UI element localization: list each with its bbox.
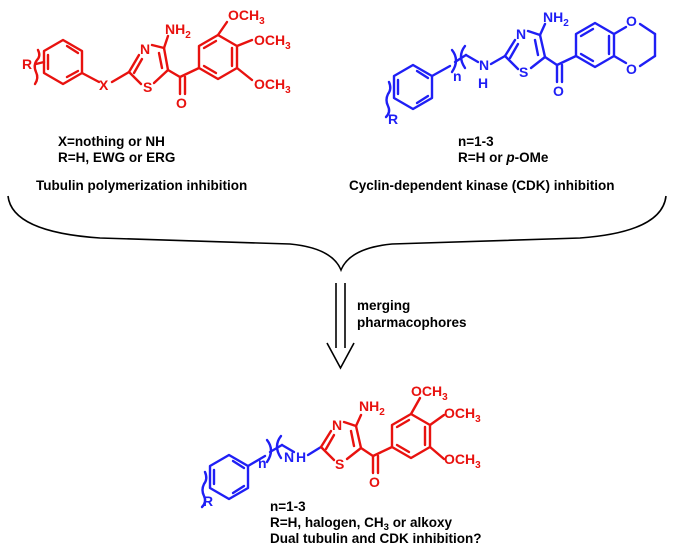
benzyl-ring xyxy=(208,453,250,501)
x-linker-label: X xyxy=(99,77,109,93)
methoxy-bot-label: OCH3 xyxy=(444,451,481,471)
amine-n-atom: N xyxy=(479,57,489,73)
carbonyl-o-atom: O xyxy=(176,95,187,111)
compound-3-r-definition: R=H, halogen, CH3 or alkoxy xyxy=(270,515,452,533)
methoxy-mid-label: OCH3 xyxy=(254,32,291,52)
chain-length-n: n xyxy=(453,68,462,84)
compound-2-structure: R n N H N S NH2 O O O xyxy=(384,9,657,127)
amino-group-label: NH2 xyxy=(543,9,569,29)
amino-group-label: NH2 xyxy=(359,398,385,418)
benzyl-ring xyxy=(392,63,434,111)
amine-h-atom: H xyxy=(296,449,306,465)
chain-length-n: n xyxy=(258,455,267,471)
merging-brace xyxy=(7,195,667,273)
amino-group-label: NH2 xyxy=(165,21,191,41)
arrow-label-line1: merging xyxy=(357,298,410,313)
benzene-ring xyxy=(42,38,84,86)
dioxane-o-bottom: O xyxy=(626,61,637,77)
thiazole-n-atom: N xyxy=(140,41,150,57)
r-group-label: R xyxy=(203,493,213,509)
compound-3-n-definition: n=1-3 xyxy=(270,499,306,514)
thiazole-n-atom: N xyxy=(332,417,342,433)
methoxy-mid-label: OCH3 xyxy=(444,405,481,425)
thiazole-n-atom: N xyxy=(516,26,526,42)
compound-3-question: Dual tubulin and CDK inhibition? xyxy=(270,531,481,546)
compound-1-structure: R X N S NH2 O OCH3 OCH3 OCH3 xyxy=(22,7,291,111)
merging-arrow xyxy=(326,283,355,370)
thiazole-s-atom: S xyxy=(519,64,528,80)
carbonyl-o-atom: O xyxy=(553,83,564,99)
compound-1-activity: Tubulin polymerization inhibition xyxy=(36,178,247,193)
compound-3-structure: R n N H N S NH2 O OCH3 OCH3 xyxy=(200,383,481,509)
compound-1-x-definition: X=nothing or NH xyxy=(58,134,165,149)
compound-2-n-definition: n=1-3 xyxy=(458,134,494,149)
compound-2-r-definition: R=H or p-OMe xyxy=(458,150,549,165)
amine-h-atom: H xyxy=(478,75,488,91)
compound-2-notes: n=1-3 R=H or p-OMe Cyclin-dependent kina… xyxy=(349,134,615,193)
r-group-label: R xyxy=(388,111,398,127)
compound-1-r-definition: R=H, EWG or ERG xyxy=(58,150,175,165)
r-group-label: R xyxy=(22,56,32,72)
methoxy-bot-label: OCH3 xyxy=(254,76,291,96)
thiazole-s-atom: S xyxy=(143,79,152,95)
thiazole-s-atom: S xyxy=(335,456,344,472)
dioxane-o-top: O xyxy=(626,13,637,29)
compound-1-notes: X=nothing or NH R=H, EWG or ERG Tubulin … xyxy=(36,134,247,193)
compound-3-notes: n=1-3 R=H, halogen, CH3 or alkoxy Dual t… xyxy=(270,499,481,546)
amine-n-atom: N xyxy=(284,449,294,465)
arrow-label-line2: pharmacophores xyxy=(357,315,467,330)
compound-2-activity: Cyclin-dependent kinase (CDK) inhibition xyxy=(349,178,615,193)
carbonyl-o-atom: O xyxy=(369,474,380,490)
methoxy-top-label: OCH3 xyxy=(411,383,448,403)
methoxy-top-label: OCH3 xyxy=(228,7,265,27)
